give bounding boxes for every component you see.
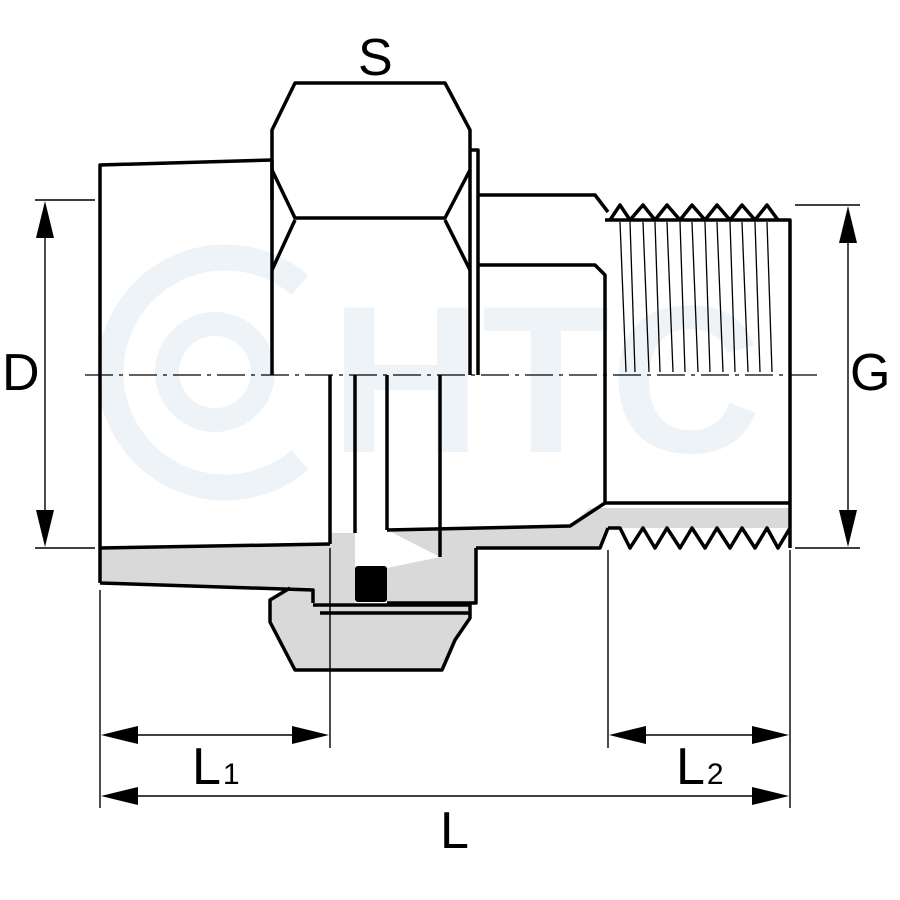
nut-section [270, 588, 470, 670]
body-section [100, 533, 355, 603]
body-inner-edge [99, 542, 331, 550]
thread-hatching [619, 221, 773, 373]
thread-body [605, 218, 792, 548]
tail-section [387, 508, 790, 603]
label-d: D [2, 344, 40, 402]
watermark-dot-icon [155, 312, 275, 432]
section-fills [100, 508, 790, 670]
nut-chamfer [270, 169, 472, 271]
thread-teeth-bottom [608, 526, 792, 550]
dimension-arrows [36, 201, 857, 805]
nut-flange [470, 148, 480, 375]
body-outline [98, 158, 315, 603]
label-l: L [440, 802, 469, 860]
thread-teeth-top [608, 203, 780, 222]
htc-watermark: HTC [97, 244, 762, 501]
nut-lower-outline [268, 586, 472, 672]
seal-ring [355, 566, 387, 602]
watermark-text: HTC [330, 262, 762, 497]
tail-lower [387, 527, 610, 605]
label-g: G [850, 344, 890, 402]
label-l1: L1 [192, 738, 240, 796]
label-s: S [358, 29, 393, 87]
outlines [98, 81, 792, 672]
dimension-lines [35, 199, 860, 808]
label-l2: L2 [676, 738, 724, 796]
watermark-ring-icon [97, 244, 309, 501]
tail-outline [386, 193, 610, 532]
